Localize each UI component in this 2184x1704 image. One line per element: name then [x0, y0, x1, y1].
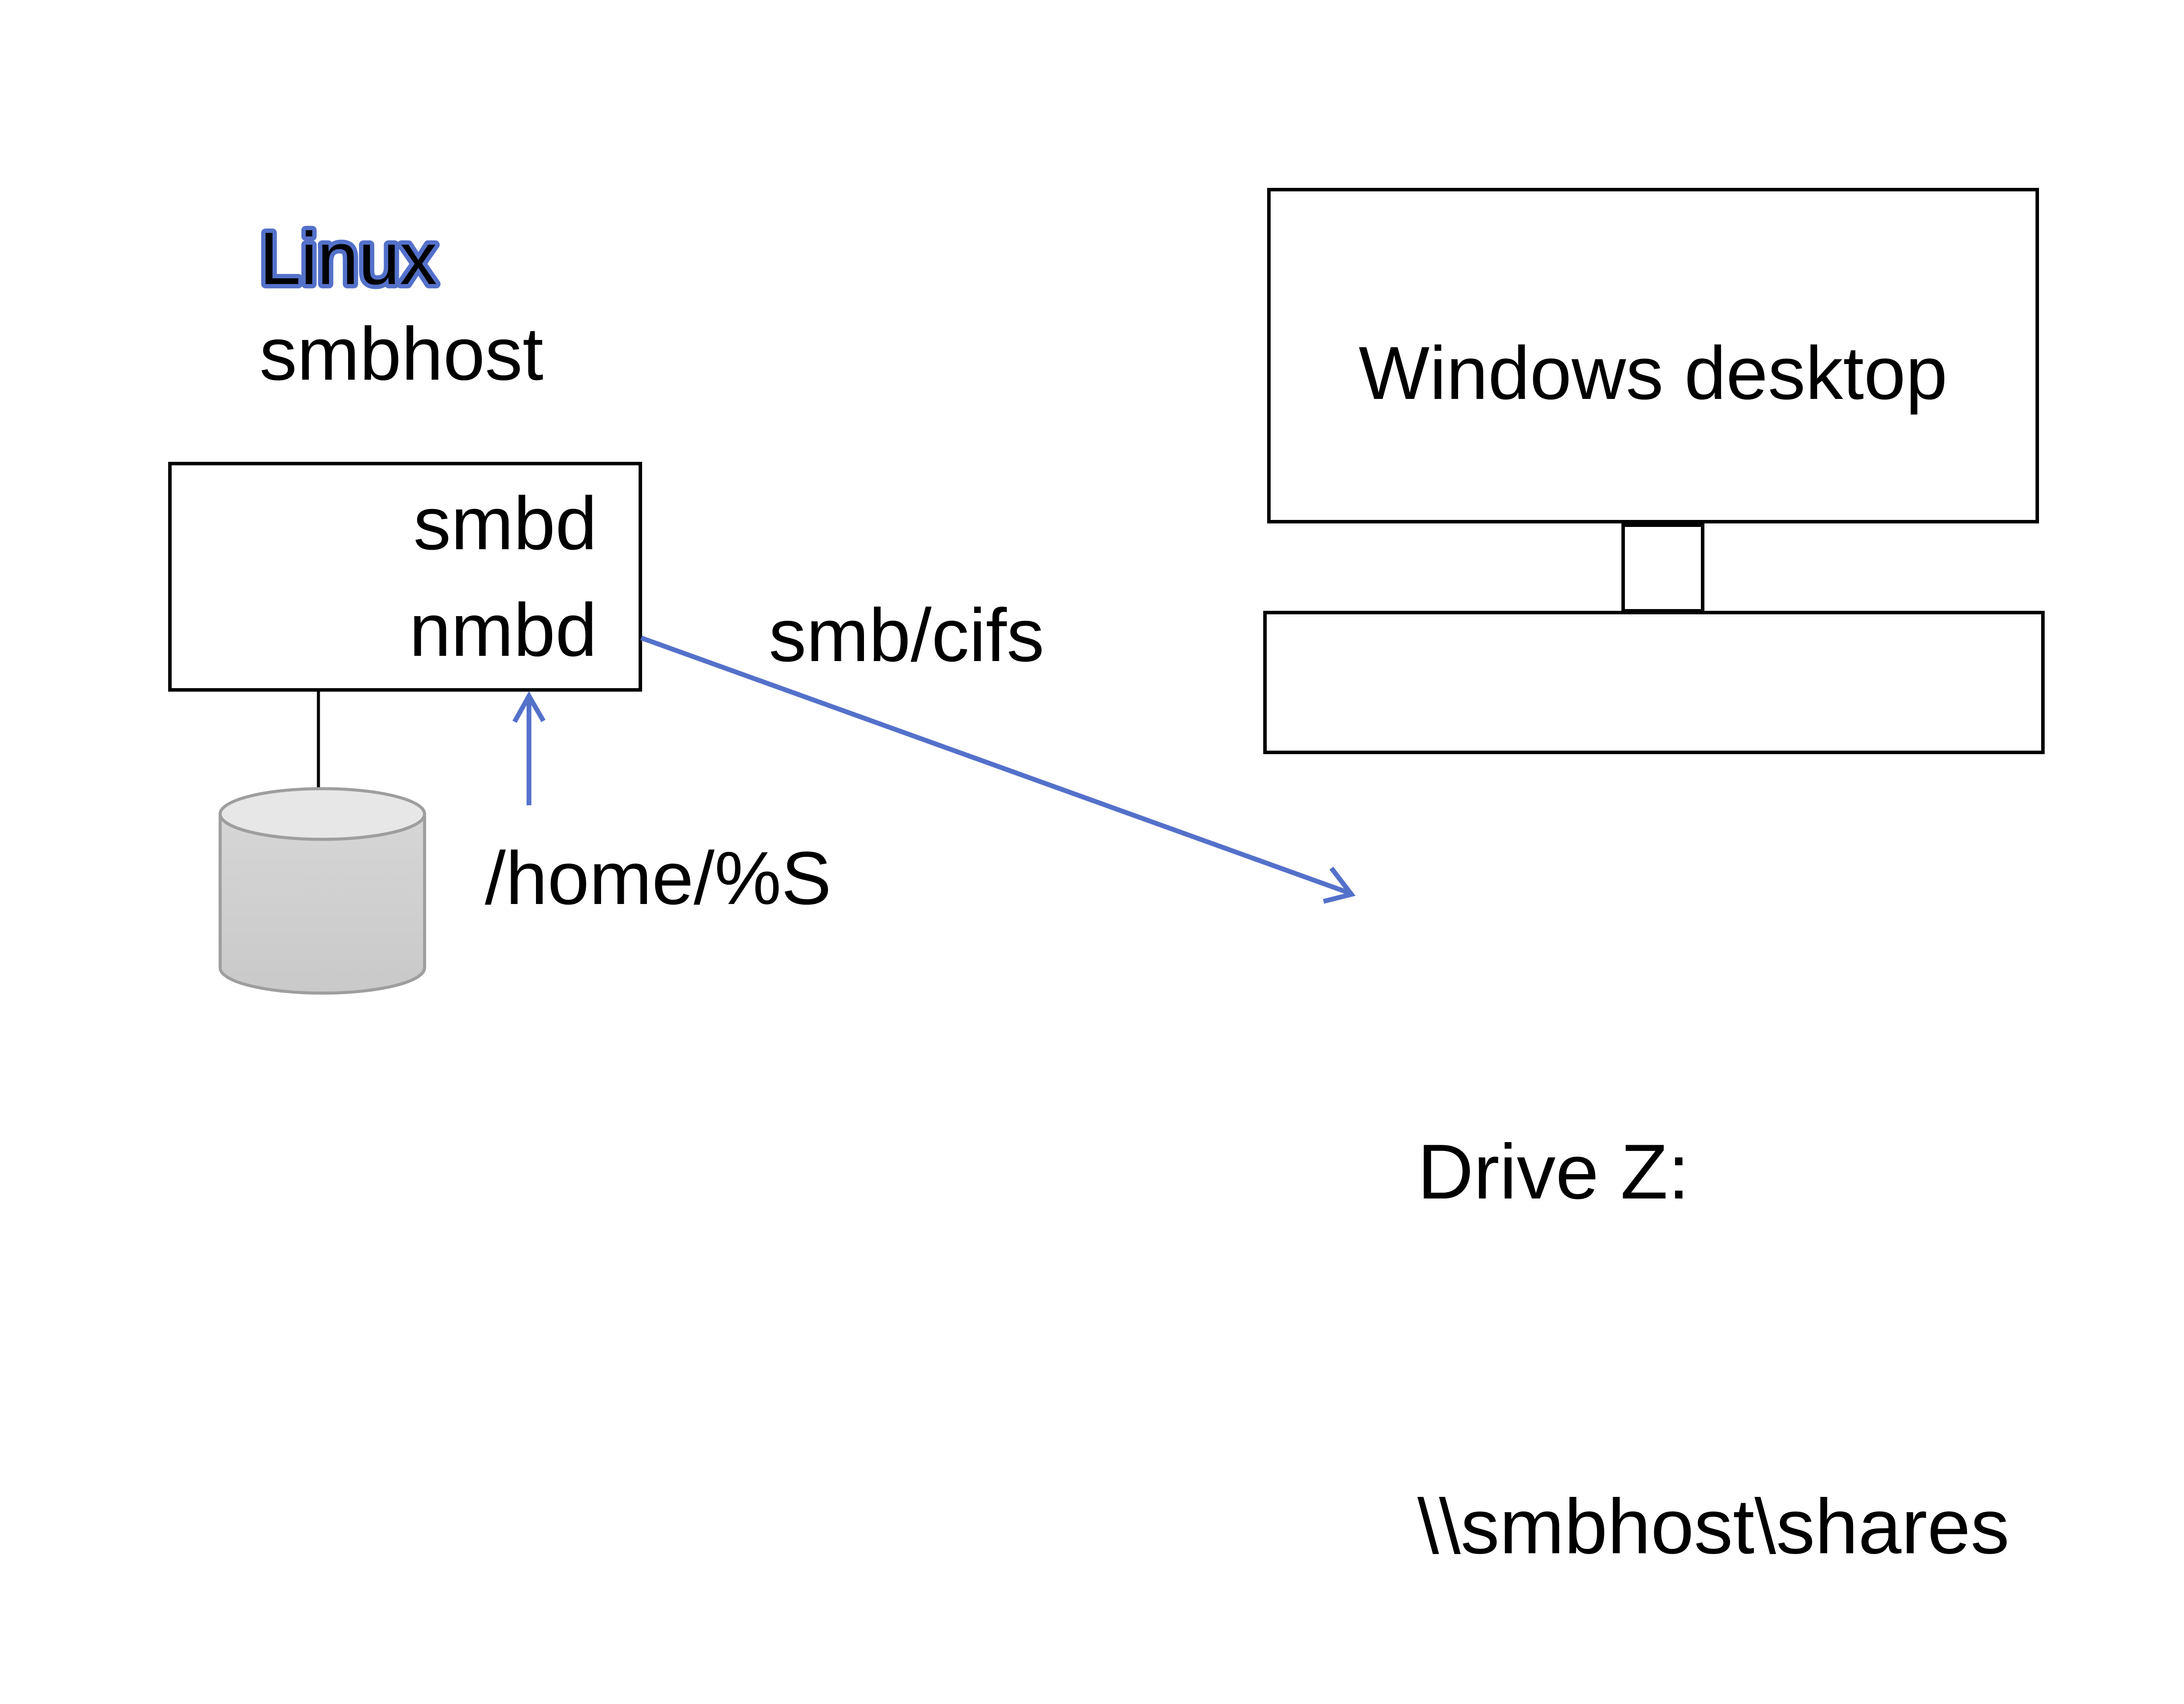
export-up-arrow: [512, 691, 546, 805]
mapped-drive-label: Drive Z: \\smbhost\shares: [1417, 876, 2009, 1704]
windows-desktop-screen: Windows desktop: [1267, 188, 2039, 523]
linux-os-label: Linux: [255, 213, 441, 305]
daemon-nmbd-label: nmbd: [409, 588, 597, 672]
windows-desktop-label: Windows desktop: [1358, 331, 1948, 415]
daemon-smbd-label: smbd: [413, 481, 597, 565]
monitor-neck: [1621, 523, 1704, 613]
samba-server-box: smbd nmbd: [168, 462, 642, 692]
disk-cylinder-icon: [218, 787, 426, 995]
drive-letter-label: Drive Z:: [1417, 1128, 1690, 1216]
disk-cylinder-body: [218, 814, 426, 995]
share-path-label: /home/%S: [485, 836, 832, 920]
unc-path-label: \\smbhost\shares: [1417, 1482, 2010, 1570]
monitor-base: [1263, 611, 2045, 754]
disk-cylinder-top: [218, 787, 426, 841]
protocol-label: smb/cifs: [769, 593, 1044, 677]
hostname-label: smbhost: [259, 312, 544, 396]
linux-os-label-text: Linux: [259, 217, 437, 300]
